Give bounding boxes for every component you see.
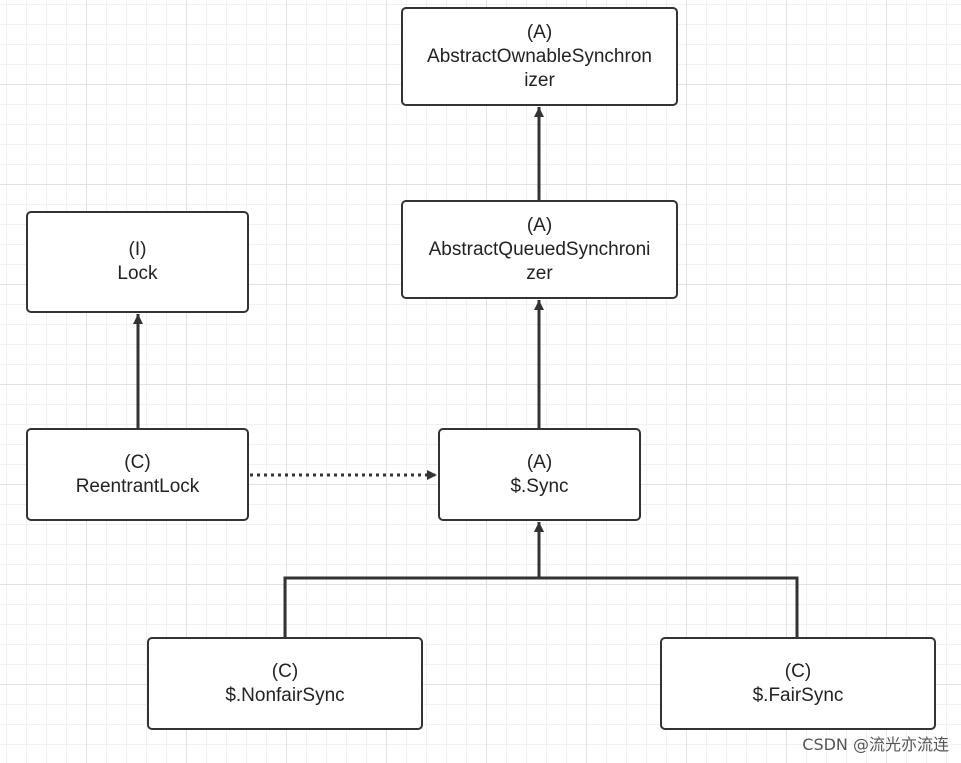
- node-stereotype: (A): [526, 451, 553, 473]
- edge-fairsync-to-sync: [534, 522, 799, 637]
- node-lock[interactable]: (I) Lock: [26, 211, 249, 313]
- node-abstract-ownable-synchronizer[interactable]: (A) AbstractOwnableSynchron izer: [401, 7, 678, 106]
- node-stereotype: (A): [526, 214, 553, 236]
- node-nonfair-sync[interactable]: (C) $.NonfairSync: [147, 637, 423, 730]
- node-name: ReentrantLock: [75, 475, 200, 497]
- node-stereotype: (I): [128, 239, 147, 260]
- edge-nonfairsync-to-sync: [283, 522, 544, 637]
- node-name-line1: AbstractOwnableSynchron: [427, 45, 652, 67]
- node-name-line2: zer: [526, 262, 553, 284]
- node-name: $.FairSync: [752, 684, 844, 706]
- node-name: $.Sync: [510, 475, 569, 497]
- node-name-line1: AbstractQueuedSynchroni: [428, 238, 651, 260]
- node-fair-sync[interactable]: (C) $.FairSync: [660, 637, 936, 730]
- node-sync[interactable]: (A) $.Sync: [438, 428, 641, 521]
- node-name-line2: izer: [524, 69, 555, 91]
- node-reentrant-lock[interactable]: (C) ReentrantLock: [26, 428, 249, 521]
- node-name: $.NonfairSync: [225, 684, 345, 706]
- node-stereotype: (A): [526, 21, 553, 43]
- node-abstract-queued-synchronizer[interactable]: (A) AbstractQueuedSynchroni zer: [401, 200, 678, 299]
- node-stereotype: (C): [124, 451, 151, 473]
- watermark-text: CSDN @流光亦流连: [802, 735, 949, 754]
- node-stereotype: (C): [784, 660, 812, 682]
- node-stereotype: (C): [271, 660, 299, 682]
- node-name: Lock: [117, 263, 158, 284]
